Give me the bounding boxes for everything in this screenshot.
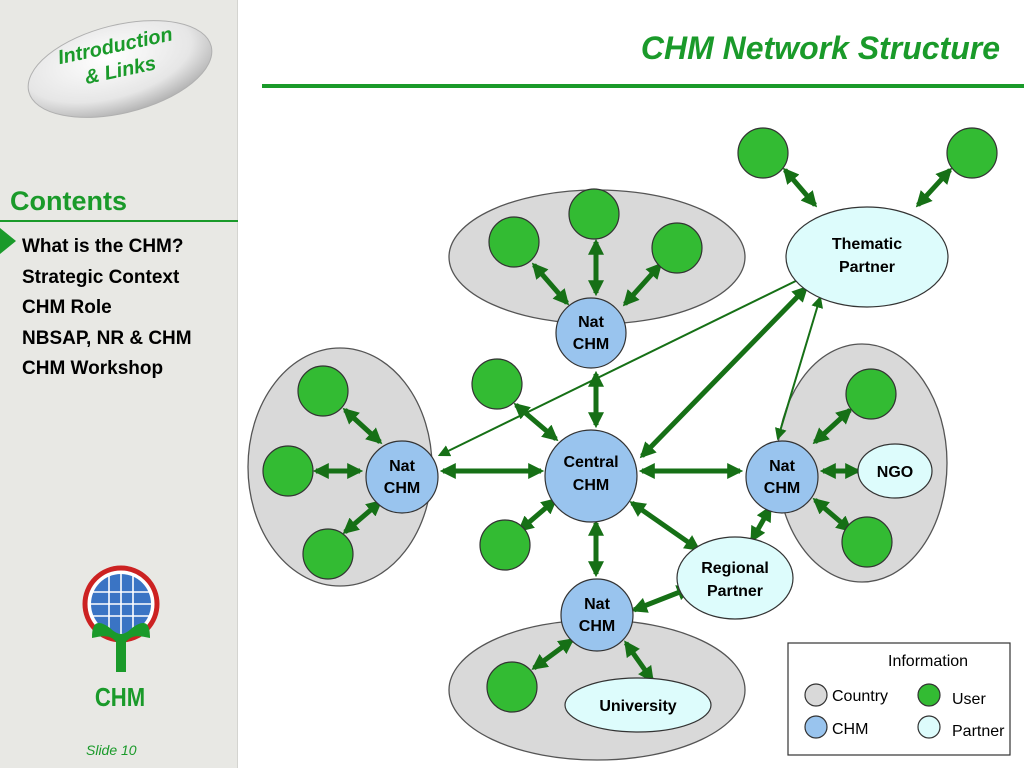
contents-item-strategic-context[interactable]: Strategic Context [22, 266, 180, 288]
arrow-user-central-sw [517, 497, 558, 533]
user-node-central-nw [471, 358, 523, 410]
nat-left-label-1: Nat [389, 458, 415, 475]
legend-chm-swatch [804, 715, 828, 739]
arrow-central-regional [629, 500, 701, 552]
user-node-left-bottom [302, 528, 354, 580]
nat-left-label-2: CHM [384, 480, 420, 497]
slide-title: CHM Network Structure [640, 30, 1000, 66]
contents-item-nbsap[interactable]: NBSAP, NR & CHM [22, 327, 192, 349]
legend-country-label: Country [832, 688, 888, 705]
arrow-university-nat-bottom [623, 640, 655, 683]
arrow-regional-nat-right [749, 505, 773, 543]
nat-chm-node-right [745, 440, 819, 514]
title-underline [262, 84, 1024, 88]
nat-right-label-2: CHM [764, 480, 800, 497]
user-node-thematic-right [946, 127, 998, 179]
arrow-user-bottom [531, 637, 575, 671]
user-node-central-sw [479, 519, 531, 571]
user-node-left-top [297, 365, 349, 417]
nat-bottom-label-1: Nat [584, 596, 610, 613]
arrow-thematic-nat-right [775, 295, 823, 441]
legend-chm-label: CHM [832, 721, 868, 738]
arrow-user-central-nw [513, 402, 559, 442]
user-node-top-center [568, 188, 620, 240]
nat-top-label-1: Nat [578, 314, 604, 331]
legend-partner-label: Partner [952, 723, 1005, 740]
intro-links-button-shape[interactable] [24, 20, 216, 118]
legend-user-swatch [917, 683, 941, 707]
contents-heading: Contents [10, 186, 127, 216]
user-node-right-top [845, 368, 897, 420]
nat-top-label-2: CHM [573, 336, 609, 353]
user-node-left-mid [262, 445, 314, 497]
legend-information-label: Information [888, 653, 968, 670]
regional-partner-node [676, 536, 794, 620]
ngo-label: NGO [877, 464, 913, 481]
contents-list: What is the CHM? Strategic Context CHM R… [22, 232, 192, 385]
contents-divider [0, 220, 238, 222]
contents-item-chm-workshop[interactable]: CHM Workshop [22, 358, 164, 379]
user-node-bottom [486, 661, 538, 713]
nat-right-label-1: Nat [769, 458, 795, 475]
ngo-node [857, 443, 933, 499]
thematic-partner-node [785, 206, 949, 308]
regional-partner-label-1: Regional [701, 560, 769, 577]
university-node [564, 677, 712, 733]
user-node-top-right [651, 222, 703, 274]
user-node-thematic-left [737, 127, 789, 179]
central-chm-label-1: Central [563, 454, 618, 471]
current-item-arrow-icon [0, 228, 16, 254]
thematic-partner-label-2: Partner [839, 259, 895, 276]
arrow-user-left-top [342, 407, 383, 445]
contents-item-what-is-chm[interactable]: What is the CHM? [22, 236, 184, 257]
arrow-thematic-nat-left [437, 274, 809, 457]
university-label: University [599, 698, 676, 715]
nat-chm-node-top [555, 297, 627, 369]
arrow-user-left-bottom [342, 499, 383, 535]
central-chm-node [544, 429, 638, 523]
contents-item-chm-role[interactable]: CHM Role [22, 297, 112, 318]
nat-bottom-label-2: CHM [579, 618, 615, 635]
nat-chm-node-bottom [560, 578, 634, 652]
arrow-user-thematic-left [782, 167, 818, 208]
nat-chm-node-left [365, 440, 439, 514]
thematic-partner-label-1: Thematic [832, 236, 902, 253]
user-node-right-bottom [841, 516, 893, 568]
central-chm-label-2: CHM [573, 477, 609, 494]
legend-partner-swatch [917, 715, 941, 739]
legend-user-label: User [952, 691, 986, 708]
sidebar: Introduction & Links Contents What is th… [0, 0, 238, 768]
slide-number: Slide 10 [86, 742, 137, 758]
chm-logo-text: CHM [94, 682, 146, 712]
arrow-user-right-bottom [812, 497, 853, 533]
legend-country-swatch [804, 683, 828, 707]
regional-partner-label-2: Partner [707, 583, 763, 600]
chm-logo-icon [82, 565, 160, 672]
user-node-top-left [488, 216, 540, 268]
arrow-user-thematic-right [915, 167, 953, 208]
